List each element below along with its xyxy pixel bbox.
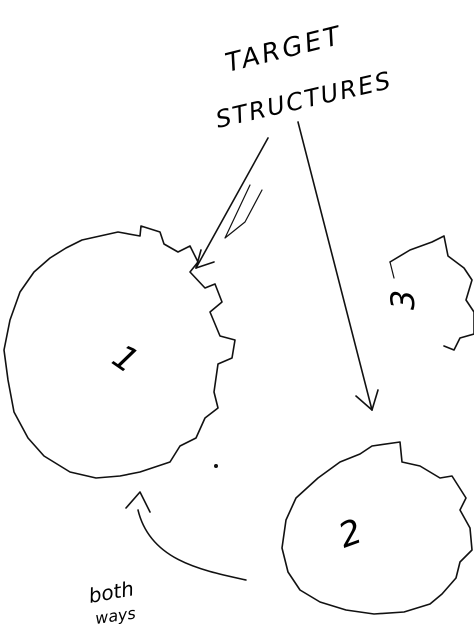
pencil-dot (214, 464, 218, 468)
gear-2: 2 (282, 442, 472, 614)
curved-arrow (126, 492, 246, 580)
note-line-1: both (87, 576, 136, 608)
gear-3: 3 (384, 236, 474, 350)
note: both ways (87, 576, 137, 624)
title: TARGET STRUCTURES (213, 21, 395, 134)
title-line-1: TARGET (222, 21, 346, 79)
gear-1: 1 (4, 226, 235, 478)
note-line-2: ways (94, 603, 137, 624)
title-line-2: STRUCTURES (213, 66, 395, 134)
gear-2-label: 2 (333, 511, 367, 556)
gear-3-label: 3 (384, 290, 422, 310)
arrow-to-gear-2 (298, 122, 378, 410)
arrow-to-gear-1 (196, 138, 268, 268)
gear-1-label: 1 (105, 337, 146, 382)
